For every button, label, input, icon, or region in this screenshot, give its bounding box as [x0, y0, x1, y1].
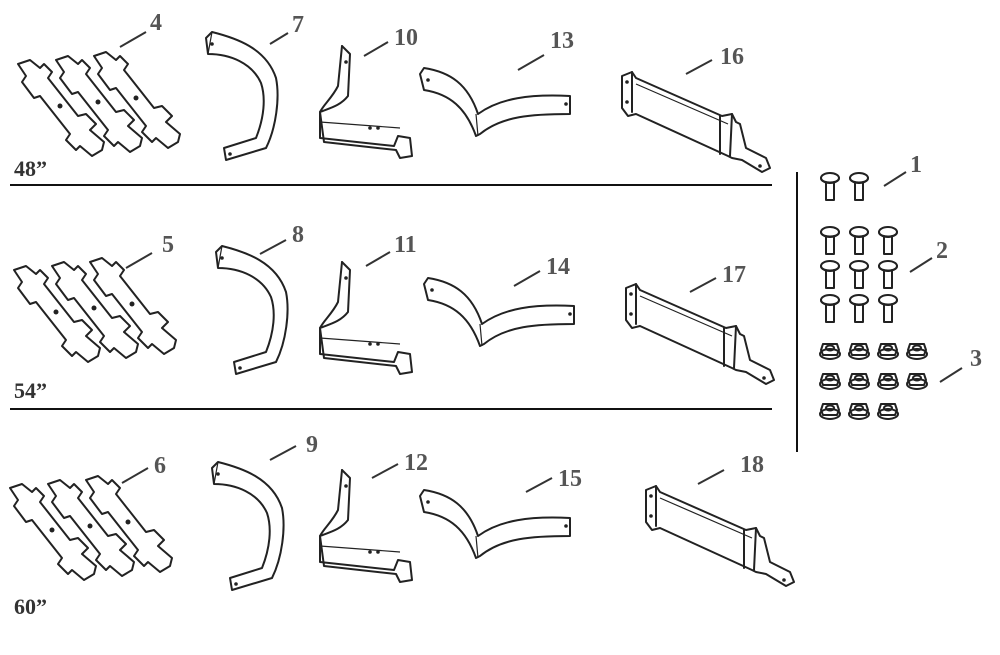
callout-2: 2 — [936, 238, 948, 264]
part-long-plate-60 — [419, 489, 571, 559]
callout-9: 9 — [306, 432, 318, 458]
part-deflector-54 — [215, 245, 289, 375]
part-plate-48 — [319, 45, 413, 159]
part-baffle-54 — [625, 283, 775, 385]
callout-14: 14 — [546, 254, 570, 280]
callout-3: 3 — [970, 346, 982, 372]
deck-size-54: 54” — [14, 378, 47, 403]
callout-13: 13 — [550, 28, 574, 54]
part-blade-set-60 — [10, 476, 172, 580]
callout-7: 7 — [292, 12, 304, 38]
callout-1: 1 — [910, 152, 922, 178]
part-baffle-48 — [621, 71, 771, 173]
part-deflector-60 — [211, 461, 285, 591]
callout-5: 5 — [162, 232, 174, 258]
callout-15: 15 — [558, 466, 582, 492]
part-bolts-2 — [820, 226, 898, 323]
callout-4: 4 — [150, 10, 162, 36]
deck-size-48: 48” — [14, 156, 47, 181]
part-deflector-48 — [205, 31, 279, 161]
callout-17: 17 — [722, 262, 746, 288]
callout-8: 8 — [292, 222, 304, 248]
callout-16: 16 — [720, 44, 744, 70]
part-long-plate-48 — [419, 67, 571, 137]
callout-18: 18 — [740, 452, 764, 478]
part-long-plate-54 — [423, 277, 575, 347]
callout-11: 11 — [394, 232, 417, 258]
callout-10: 10 — [394, 25, 418, 51]
part-blade-set-54 — [14, 258, 176, 362]
part-bolts-1 — [820, 172, 869, 201]
part-nuts-3 — [819, 343, 928, 420]
callout-6: 6 — [154, 453, 166, 479]
part-plate-54 — [319, 261, 413, 375]
part-blade-set-48 — [18, 52, 180, 156]
deck-size-60: 60” — [14, 594, 47, 619]
callout-12: 12 — [404, 450, 428, 476]
part-plate-60 — [319, 469, 413, 583]
part-baffle-60 — [645, 485, 795, 587]
